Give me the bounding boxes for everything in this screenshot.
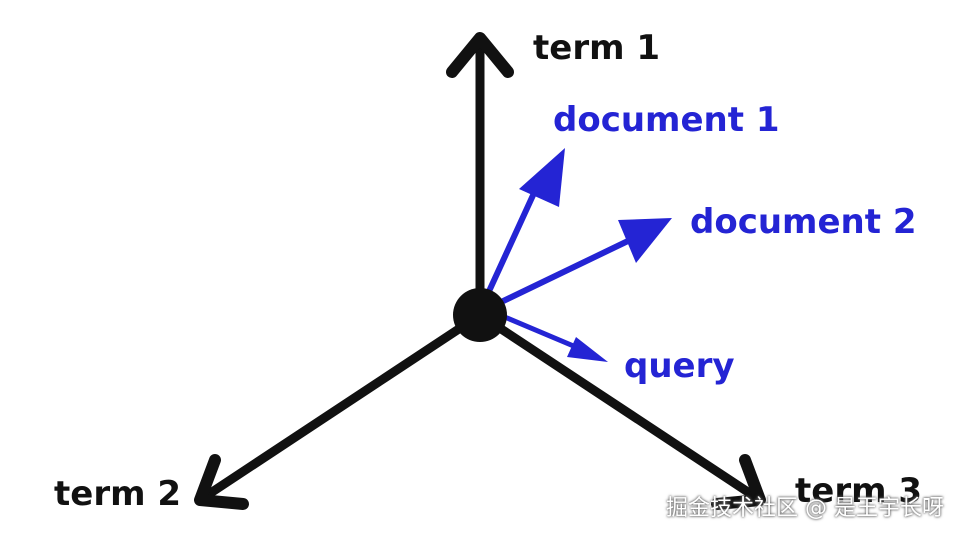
term2-label: term 2 [54,474,181,514]
vectors [482,148,672,362]
term3-arrowhead [711,454,766,510]
document1-vector-line [482,177,543,303]
origin-dot [453,288,507,342]
term1-label: term 1 [533,28,660,68]
axes [194,32,766,510]
term2-axis-line [195,310,485,505]
term3-axis-line [475,310,765,505]
term3-label: term 3 [795,471,922,511]
query-arrowhead [567,337,608,362]
term2-arrowhead [194,454,249,510]
document1-label: document 1 [553,100,780,140]
document2-arrowhead [618,218,672,263]
query-vector-line [497,312,586,353]
query-label: query [624,346,735,386]
document2-label: document 2 [690,202,917,242]
document1-arrowhead [519,148,565,207]
document2-vector-line [492,237,633,308]
watermark: 掘金技术社区 @ 是王宇长呀 [666,496,944,521]
term1-arrowhead [446,32,514,78]
